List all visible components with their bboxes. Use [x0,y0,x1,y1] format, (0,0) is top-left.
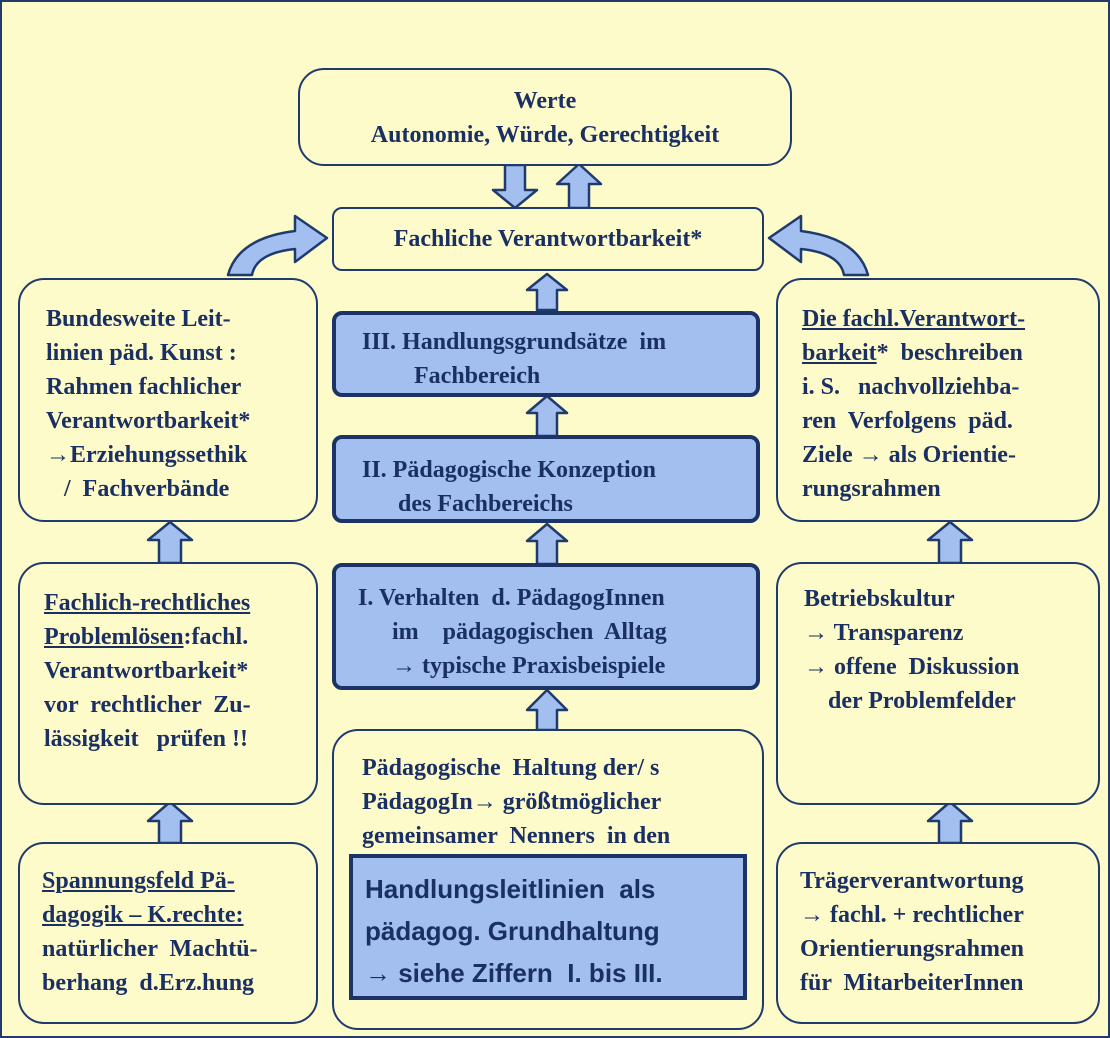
professional-accountability-label: Fachliche Verantwortbarkeit* [393,226,703,252]
guidelines-line3: → siehe Ziffern I. bis III. [365,958,663,988]
concept-line1: II. Pädagogische Konzeption [362,457,657,483]
company-culture-line4: der Problemfelder [804,688,1016,714]
arrow-up-left-top [146,520,194,565]
principles-line1: III. Handlungsgrundsätze im [362,329,667,355]
legal-problem-solving-heading1: Fachlich-rechtliches [44,590,251,616]
arrow-up-i [525,522,569,566]
attitude-line3: gemeinsamer Nenners in den [362,823,671,849]
accountability-description-line4: ren Verfolgens päd. [802,408,1013,434]
legal-problem-solving-line3: Verantwortbarkeit* [44,658,249,684]
legal-problem-solving-line2-rest: :fachl. [183,624,249,650]
national-guidelines-line1: Bundesweite Leit- [46,306,231,332]
tension-field-box: Spannungsfeld Pä- dagogik – K.rechte: na… [18,842,318,1024]
company-culture-line1: Betriebskultur [804,586,955,612]
arrow-up-values [555,162,603,210]
curved-arrow-right [767,214,870,277]
national-guidelines-box: Bundesweite Leit- linien päd. Kunst : Ra… [18,278,318,522]
professional-accountability-box: Fachliche Verantwortbarkeit* [332,207,764,271]
accountability-description-heading1: Die fachl.Verantwort- [802,306,1026,332]
principles-box: III. Handlungsgrundsätze im Fachbereich [332,311,760,397]
arrow-down-values [491,163,539,210]
guidelines-box: Handlungsleitlinien als pädagog. Grundha… [349,854,747,1000]
company-culture-line2: → Transparenz [804,620,964,646]
accountability-description-line2-rest: * beschreiben [876,340,1023,366]
behavior-line3: → typische Praxisbeispiele [392,653,666,679]
arrow-up-right-top [926,520,974,565]
values-title: Werte [513,88,577,114]
company-culture-box: Betriebskultur → Transparenz → offene Di… [776,562,1100,805]
legal-problem-solving-heading2: Problemlösen [44,624,184,650]
concept-line2: des Fachbereichs [398,491,573,517]
tension-field-line3: natürlicher Machtü- [42,936,258,962]
provider-responsibility-line2: → fachl. + rechtlicher [800,902,1024,928]
national-guidelines-line6: / Fachverbände [46,476,230,502]
provider-responsibility-line4: für MitarbeiterInnen [800,970,1024,996]
accountability-description-line5: Ziele → als Orientie- [802,442,1016,468]
curved-arrow-left [226,214,329,277]
accountability-description-box: Die fachl.Verantwort- barkeit* beschreib… [776,278,1100,522]
national-guidelines-line2: linien päd. Kunst : [46,340,237,366]
arrow-up-iii [525,272,569,312]
provider-responsibility-line3: Orientierungsrahmen [800,936,1024,962]
arrow-up-haltung [525,688,569,732]
company-culture-line3: → offene Diskussion [804,654,1020,680]
behavior-box: I. Verhalten d. PädagogInnen im pädagogi… [332,563,760,690]
legal-problem-solving-box: Fachlich-rechtliches Problemlösen:fachl.… [18,562,318,805]
provider-responsibility-line1: Trägerverantwortung [800,868,1024,894]
accountability-description-line3: i. S. nachvollziehba- [802,374,1020,400]
legal-problem-solving-line5: lässigkeit prüfen !! [44,726,248,752]
guidelines-line2: pädagog. Grundhaltung [365,916,660,946]
attitude-line2: PädagogIn→ größtmöglicher [362,789,662,815]
values-list: Autonomie, Würde, Gerechtigkeit [370,122,720,148]
tension-field-heading2: dagogik – K.rechte: [42,902,244,928]
national-guidelines-line3: Rahmen fachlicher [46,374,242,400]
principles-line2: Fachbereich [414,363,541,389]
attitude-line1: Pädagogische Haltung der/ s [362,755,660,781]
concept-box: II. Pädagogische Konzeption des Fachbere… [332,435,760,523]
accountability-description-heading2: barkeit [802,340,877,366]
behavior-line2: im pädagogischen Alltag [392,619,667,645]
national-guidelines-line4: Verantwortbarkeit* [46,408,251,434]
national-guidelines-line5: →Erziehungssethik [46,442,248,468]
values-box: Werte Autonomie, Würde, Gerechtigkeit [298,68,792,166]
arrow-up-right-mid [926,800,974,845]
behavior-line1: I. Verhalten d. PädagogInnen [358,585,665,611]
arrow-up-left-mid [146,800,194,845]
provider-responsibility-box: Trägerverantwortung → fachl. + rechtlich… [776,842,1100,1024]
legal-problem-solving-line4: vor rechtlicher Zu- [44,692,251,718]
accountability-description-line6: rungsrahmen [802,476,941,502]
arrow-up-ii [525,394,569,438]
tension-field-heading1: Spannungsfeld Pä- [42,868,235,894]
tension-field-line4: berhang d.Erz.hung [42,970,255,996]
guidelines-line1: Handlungsleitlinien als [365,874,656,904]
